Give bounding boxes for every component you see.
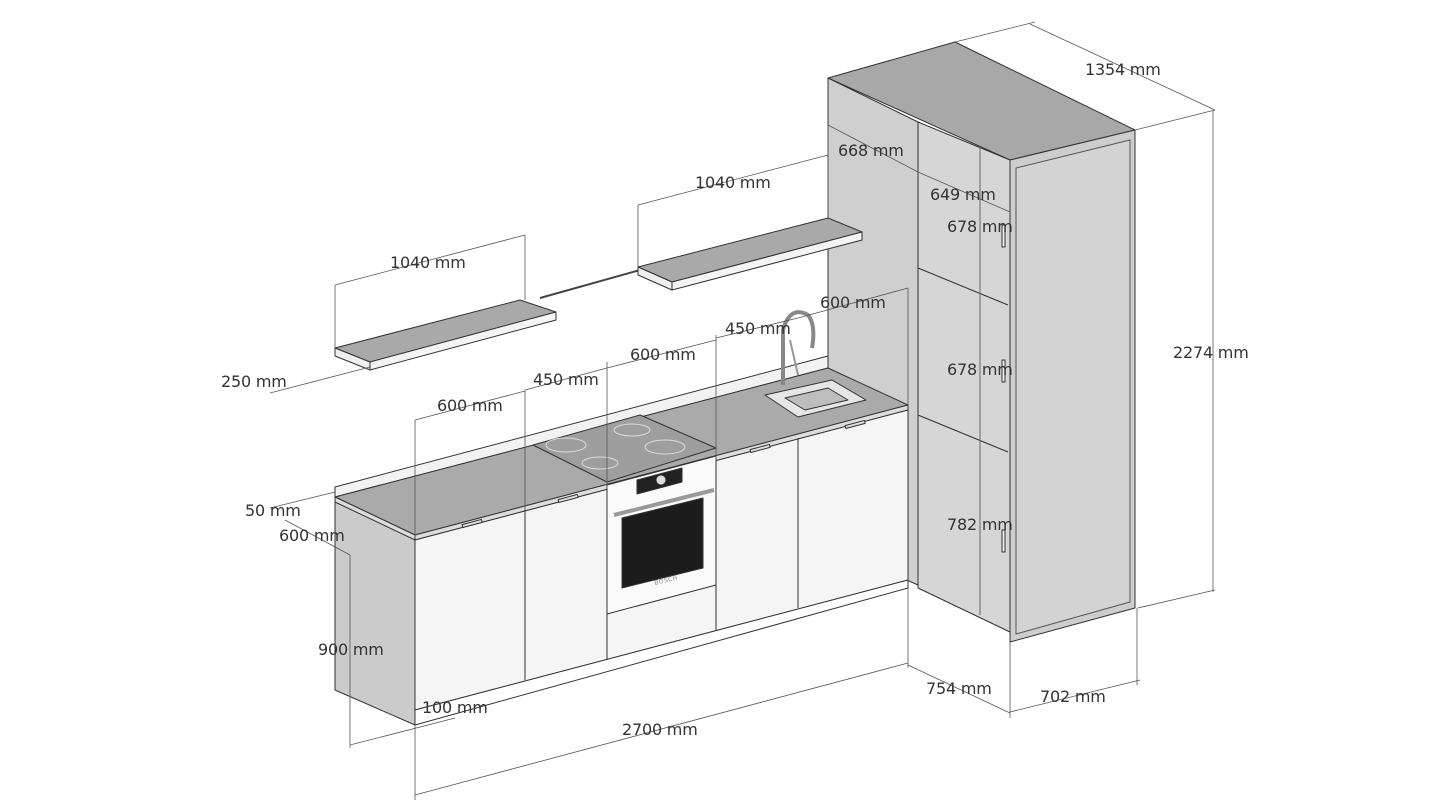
hob-zone <box>613 423 651 437</box>
dim-sink-cab: 600 mm <box>820 293 886 312</box>
dim-cab-600-left: 600 mm <box>437 396 503 415</box>
dim-backsplash: 50 mm <box>245 501 301 520</box>
dim-tall-side: 668 mm <box>838 141 904 160</box>
oven-handle <box>613 488 715 517</box>
dim-tall-panel-width: 702 mm <box>1040 687 1106 706</box>
cabinet-handle <box>557 493 579 504</box>
door-divider <box>917 267 1009 306</box>
end-panel-inset <box>1015 139 1131 635</box>
hob-zone <box>581 456 619 470</box>
tap-lever <box>789 339 799 376</box>
dim-cab-450-left: 450 mm <box>533 370 599 389</box>
dim-door-mid: 678 mm <box>947 360 1013 379</box>
dim-door-top: 678 mm <box>947 217 1013 236</box>
shelf-right-front <box>671 231 863 291</box>
hob-zone <box>545 437 587 453</box>
dim-oven-cab: 600 mm <box>630 345 696 364</box>
dim-cab-450-right: 450 mm <box>725 319 791 338</box>
dim-run-length: 2700 mm <box>622 720 698 739</box>
dimension-lines <box>269 21 1216 800</box>
dim-shelf-left: 1040 mm <box>390 253 466 272</box>
oven-knob <box>655 474 667 486</box>
dim-door-bottom: 782 mm <box>947 515 1013 534</box>
dim-tall-base-depth: 754 mm <box>926 679 992 698</box>
hob-zone <box>644 439 686 455</box>
shelf-left <box>334 299 557 363</box>
oven-door-glass <box>621 497 704 589</box>
dim-tall-depth: 1354 mm <box>1085 60 1161 79</box>
door-handle <box>1001 529 1006 553</box>
cabinet-handle <box>749 443 771 454</box>
dim-counter-depth: 600 mm <box>279 526 345 545</box>
dim-tall-inner: 649 mm <box>930 185 996 204</box>
dim-tall-height: 2274 mm <box>1173 343 1249 362</box>
sink-basin <box>784 387 849 411</box>
door-handle <box>1001 224 1006 248</box>
cabinet-handle <box>461 518 483 529</box>
shelf-rail <box>539 269 641 299</box>
dim-plinth: 100 mm <box>422 698 488 717</box>
cabinet-handle <box>844 419 866 430</box>
dim-base-height: 900 mm <box>318 640 384 659</box>
door-divider <box>917 414 1009 453</box>
dim-shelf-right: 1040 mm <box>695 173 771 192</box>
door-handle <box>1001 359 1006 383</box>
dim-shelf-depth: 250 mm <box>221 372 287 391</box>
